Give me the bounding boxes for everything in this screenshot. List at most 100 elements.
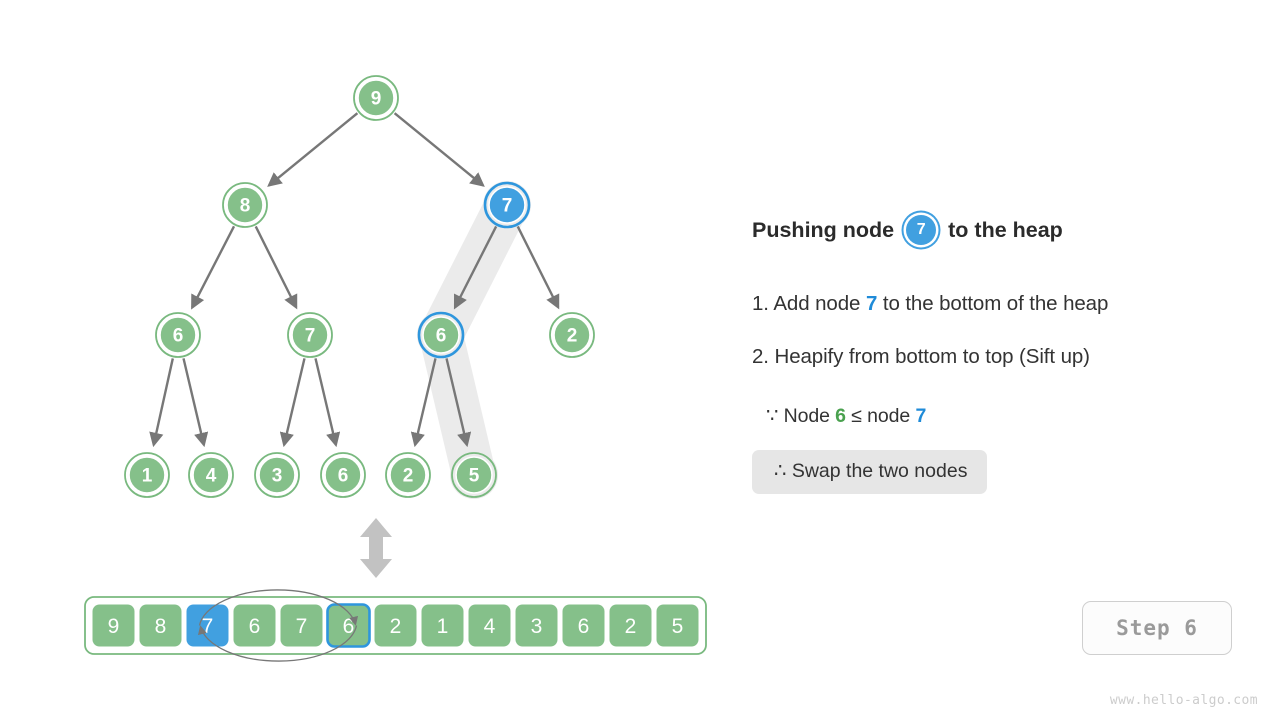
tree-node[interactable]: 2	[549, 312, 595, 358]
tree-edge	[254, 225, 298, 310]
tree-node[interactable]: 6	[320, 452, 366, 498]
array-cell-box	[233, 604, 276, 647]
tree-node-outer-ring	[254, 452, 300, 498]
array-cell-value: 4	[484, 615, 496, 638]
array-cell-value: 3	[531, 615, 543, 638]
array-cell-value: 9	[108, 615, 120, 638]
reason-parent-value: 7	[915, 405, 927, 427]
array-cell-value: 7	[296, 615, 308, 638]
tree-node-disc	[159, 316, 197, 354]
watermark: www.hello-algo.com	[1109, 693, 1258, 708]
array-cell-value: 5	[672, 615, 684, 638]
array-cell-box	[656, 604, 699, 647]
tree-node-value: 1	[142, 466, 153, 487]
tree-edge	[445, 358, 472, 448]
tree-edge	[267, 112, 359, 187]
tree-node-disc	[488, 186, 526, 224]
array-cell-box	[374, 604, 417, 647]
array-cell[interactable]: 7	[280, 604, 323, 647]
tree-edge	[182, 358, 209, 448]
tree-array-link-arrow	[360, 518, 392, 578]
tree-node[interactable]: 6	[417, 311, 465, 359]
array-cell[interactable]: 1	[421, 604, 464, 647]
array-cell-value: 6	[578, 615, 590, 638]
description-panel: Pushing node 7 to the heap 1. Add node 7…	[752, 0, 1280, 720]
array-cell[interactable]: 2	[609, 604, 652, 647]
array-cell[interactable]: 2	[374, 604, 417, 647]
reason-text: ∵ Node 6 ≤ node 7	[766, 404, 926, 428]
tree-node-outer-ring	[124, 452, 170, 498]
array-cell[interactable]: 6	[326, 603, 371, 648]
tree-node[interactable]: 6	[155, 312, 201, 358]
tree-node-disc	[226, 186, 264, 224]
conclusion-badge: ∴ Swap the two nodes	[752, 450, 988, 494]
tree-node-value: 6	[338, 466, 349, 487]
tree-node-value: 2	[567, 326, 578, 347]
array-cell-value: 2	[390, 615, 402, 638]
tree-node[interactable]: 2	[385, 452, 431, 498]
array-cell-value: 1	[437, 615, 449, 638]
binary-heap-tree: 9 8 7 6 7 6 2 1 4 3 6 2 5	[124, 75, 595, 499]
tree-node-outer-ring	[483, 181, 531, 229]
tree-node-outer-ring	[549, 312, 595, 358]
array-cell-box	[280, 604, 323, 647]
array-cell-box	[421, 604, 464, 647]
array-cell[interactable]: 4	[468, 604, 511, 647]
tree-node-value: 2	[403, 466, 414, 487]
tree-node-outer-ring	[385, 452, 431, 498]
array-cell[interactable]: 5	[656, 604, 699, 647]
tree-node[interactable]: 9	[353, 75, 399, 121]
array-cell[interactable]: 7	[186, 604, 229, 647]
swap-arc-forward	[198, 589, 359, 626]
array-cell-box	[92, 604, 135, 647]
tree-node-disc	[422, 316, 460, 354]
tree-edge	[453, 225, 498, 310]
array-cell-box	[326, 603, 371, 648]
tree-node-disc	[553, 316, 591, 354]
array-cell-value: 2	[625, 615, 637, 638]
tree-node-outer-ring	[417, 311, 465, 359]
tree-node-value: 6	[173, 326, 184, 347]
title-prefix: Pushing node	[752, 217, 895, 242]
array-cell[interactable]: 9	[92, 604, 135, 647]
tree-node-value: 4	[206, 466, 217, 487]
tree-node[interactable]: 7	[483, 181, 531, 229]
tree-edge	[149, 358, 174, 448]
step-2-text: 2. Heapify from bottom to top (Sift up)	[752, 345, 1090, 368]
tree-node-value: 8	[240, 196, 251, 217]
reason-part-b: ≤ node	[845, 405, 916, 427]
tree-node-outer-ring	[222, 182, 268, 228]
tree-node-outer-ring	[188, 452, 234, 498]
array-swap-indicator	[197, 589, 359, 662]
reason-part-a: ∵ Node	[766, 405, 836, 427]
tree-edge	[516, 225, 560, 310]
tree-node[interactable]: 5	[451, 452, 497, 498]
step-badge: Step 6	[1082, 601, 1232, 655]
array-cell[interactable]: 8	[139, 604, 182, 647]
tree-node[interactable]: 8	[222, 182, 268, 228]
tree-edge-group	[149, 112, 560, 448]
tree-node-disc	[324, 456, 362, 494]
tree-node-group: 9 8 7 6 7 6 2 1 4 3 6 2 5	[124, 75, 595, 498]
array-cell[interactable]: 6	[233, 604, 276, 647]
tree-edge	[279, 358, 306, 448]
tree-node-value: 6	[436, 326, 447, 347]
reason-child-value: 6	[835, 405, 846, 427]
tree-node[interactable]: 7	[287, 312, 333, 358]
step-1-part-b: to the bottom of the heap	[877, 292, 1109, 315]
step-1-part-a: 1. Add node	[752, 292, 866, 315]
array-cell-box	[468, 604, 511, 647]
tree-node[interactable]: 1	[124, 452, 170, 498]
array-cell[interactable]: 6	[562, 604, 605, 647]
tree-node-disc	[291, 316, 329, 354]
array-cell-value: 8	[155, 615, 167, 638]
title-suffix: to the heap	[948, 217, 1063, 242]
tree-node[interactable]: 3	[254, 452, 300, 498]
array-cell[interactable]: 3	[515, 604, 558, 647]
tree-edge	[410, 358, 437, 448]
step-1-node-value: 7	[865, 292, 878, 315]
tree-node[interactable]: 4	[188, 452, 234, 498]
tree-node-disc	[128, 456, 166, 494]
tree-node-outer-ring	[155, 312, 201, 358]
